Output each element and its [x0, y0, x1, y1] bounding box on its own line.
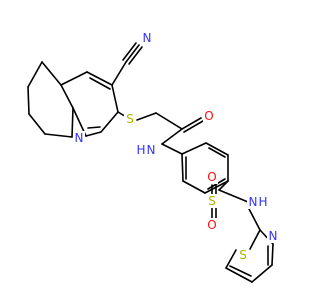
atom-label-o-sulfonyl-top: O — [207, 170, 216, 184]
bond-line — [271, 243, 274, 266]
atom-label-background — [145, 143, 157, 157]
bond-line — [128, 46, 143, 65]
bond-line — [182, 180, 206, 194]
bond-line — [225, 267, 253, 283]
bond-line — [125, 44, 140, 63]
atom-label-n-amide: N — [147, 143, 156, 157]
atom-label-background — [267, 229, 279, 243]
atom-label-o-carbonyl: O — [204, 109, 213, 123]
atom-label-background — [135, 143, 147, 157]
bond-line — [27, 86, 30, 115]
bond-line — [86, 71, 113, 86]
bond-line — [183, 120, 204, 133]
atom-label-background — [206, 218, 218, 232]
atom-label-s-thioether: S — [126, 112, 134, 126]
bond-line — [111, 84, 119, 113]
bond-line — [161, 128, 183, 145]
atom-label-background — [206, 170, 218, 184]
bond-line — [155, 112, 183, 130]
atom-label-h-sulfonamide: H — [258, 195, 267, 209]
atom-label-o-sulfonyl-bottom: O — [207, 218, 216, 232]
bond-line — [181, 142, 207, 155]
bond-line — [229, 265, 252, 277]
bond-line — [161, 143, 183, 155]
atom-label-n-pyridine: N — [75, 131, 84, 145]
atom-label-h-amide: H — [136, 143, 145, 157]
bond-line — [122, 42, 137, 61]
bond-line — [136, 112, 157, 121]
atom-label-background — [203, 109, 215, 123]
atom-label-background — [141, 31, 153, 45]
bond-line — [218, 180, 229, 191]
atom-label-background — [257, 195, 269, 209]
atom-label-background — [247, 195, 259, 209]
bond-line — [60, 84, 74, 109]
bonds-layer — [27, 42, 274, 283]
bond-line — [27, 61, 43, 88]
bond-line — [41, 61, 62, 86]
atom-label-background — [124, 112, 136, 126]
bond-line — [205, 142, 229, 156]
atom-label-background — [73, 131, 85, 145]
bond-line — [87, 126, 101, 129]
bond-line — [218, 189, 249, 203]
bond-line — [44, 133, 73, 138]
atom-label-n-nitrile: N — [143, 31, 152, 45]
bond-line — [249, 229, 261, 250]
bond-line — [89, 77, 111, 90]
bond-line — [225, 249, 237, 269]
atom-label-n-thiazole: N — [269, 229, 278, 243]
bond-line — [28, 113, 46, 135]
bond-line — [100, 111, 119, 133]
bond-line — [60, 71, 88, 86]
bond-line — [71, 107, 74, 138]
atom-label-s-thiazole: S — [239, 248, 247, 262]
bond-line — [251, 264, 273, 283]
bond-line — [247, 206, 261, 231]
bond-line — [208, 147, 226, 158]
atom-label-n-sulfonamide: N — [249, 195, 258, 209]
atom-label-background — [237, 248, 249, 262]
bond-line — [111, 61, 127, 86]
atom-label-s-sulfonyl: S — [208, 194, 216, 208]
bond-line — [181, 117, 202, 130]
bond-line — [181, 153, 184, 182]
bond-line — [85, 131, 102, 137]
atom-label-background — [206, 194, 218, 208]
